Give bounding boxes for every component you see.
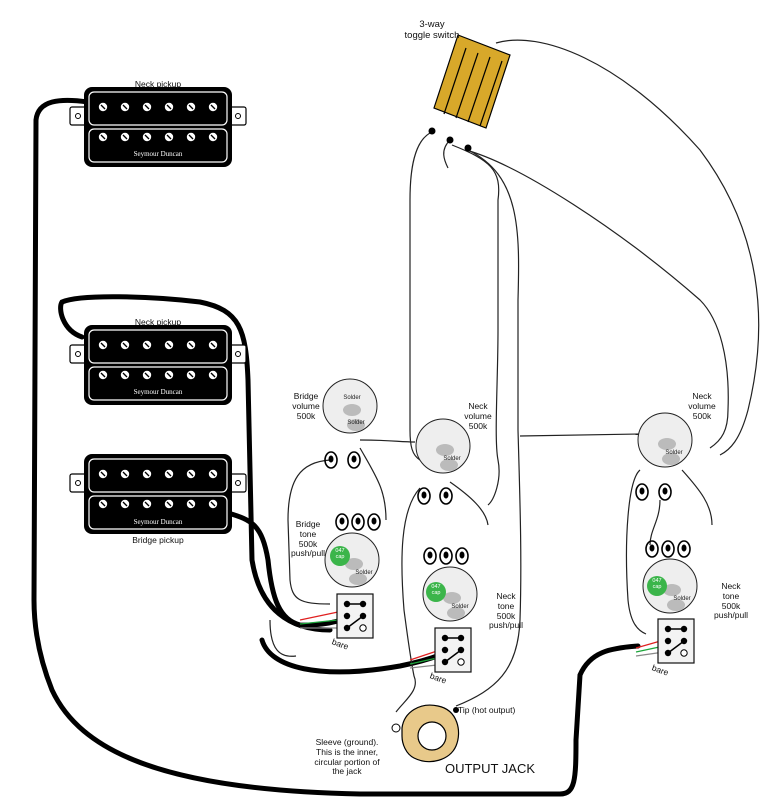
solder-label: Solder [451, 604, 469, 610]
neck-volume-center-label: Neck volume 500k [464, 401, 492, 431]
switch-label: 3-way toggle switch [404, 19, 460, 41]
solder-label: Solder [673, 596, 691, 602]
neck-push-pull-pcb-right [657, 618, 695, 664]
neck-tone-pot-center [422, 547, 478, 622]
sleeve-label: Sleeve (ground). This is the inner, circ… [314, 737, 380, 777]
neck-pickup-top-label: Neck pickup [134, 79, 182, 89]
neck-tone-center-label: Neck tone 500k push/pull [488, 591, 524, 631]
cap-label: 047 cap [335, 548, 345, 560]
neck-volume-right-label: Neck volume 500k [688, 391, 716, 421]
output-jack [391, 704, 460, 763]
tip-label: Tip (hot output) [458, 705, 516, 715]
neck-tone-right-label: Neck tone 500k push/pull [713, 581, 749, 621]
bridge-tone-label: Bridge tone 500k push/pull [290, 519, 326, 559]
bridge-pickup-label: Bridge pickup [132, 535, 184, 545]
solder-label: Solder [443, 456, 461, 462]
bridge-push-pull-pcb [336, 593, 374, 639]
solder-label: Solder [347, 420, 365, 426]
neck-pickup-lead [31, 97, 641, 797]
neck-pickup-2-lead [58, 294, 333, 633]
solder-label: Solder [665, 450, 683, 456]
solder-label: Solder [343, 395, 361, 401]
bridge-to-jack-lead [259, 637, 443, 675]
brand-label: Seymour Duncan [133, 388, 183, 396]
toggle-switch [428, 34, 511, 152]
bridge-pickup-lead [225, 510, 363, 628]
neck-push-pull-pcb-center [434, 627, 472, 673]
cap-label: 047 cap [431, 584, 441, 596]
bridge-tone-pot [324, 513, 381, 588]
output-jack-label: OUTPUT JACK [444, 761, 536, 776]
solder-label: Solder [355, 570, 373, 576]
thin-wires [269, 39, 760, 713]
bridge-volume-label: Bridge volume 500k [292, 391, 320, 421]
cap-label: 047 cap [652, 578, 662, 590]
neck-pickup-mid-label: Neck pickup [134, 317, 182, 327]
brand-label: Seymour Duncan [133, 150, 183, 158]
neck-tone-pot-right [642, 540, 698, 614]
brand-label: Seymour Duncan [133, 518, 183, 526]
